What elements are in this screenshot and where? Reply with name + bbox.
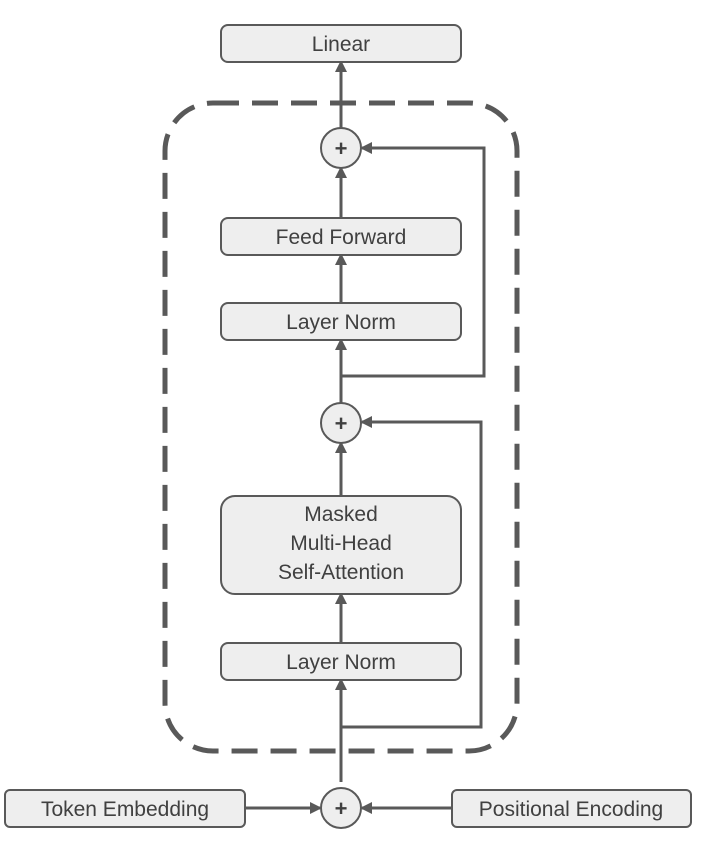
add-node-middle: + [320, 402, 362, 444]
layer-norm-bottom-box: Layer Norm [220, 642, 462, 681]
layer-norm-top-label: Layer Norm [286, 311, 396, 334]
plus-icon: + [335, 136, 348, 161]
attention-label-line3: Self-Attention [278, 561, 404, 584]
plus-icon: + [335, 411, 348, 436]
add-node-input: + [320, 787, 362, 829]
layer-norm-top-box: Layer Norm [220, 302, 462, 341]
residual-connection-upper [341, 142, 486, 378]
masked-attention-box: Masked Multi-Head Self-Attention [220, 495, 462, 595]
linear-box: Linear [220, 24, 462, 63]
feed-forward-box: Feed Forward [220, 217, 462, 256]
token-embedding-label: Token Embedding [41, 798, 209, 821]
layer-norm-bottom-label: Layer Norm [286, 651, 396, 674]
residual-connection-lower [341, 416, 483, 729]
feed-forward-label: Feed Forward [276, 226, 407, 249]
plus-icon: + [335, 796, 348, 821]
positional-encoding-box: Positional Encoding [451, 789, 692, 828]
positional-encoding-label: Positional Encoding [479, 798, 663, 821]
attention-label-line1: Masked [304, 503, 378, 526]
linear-label: Linear [312, 33, 370, 56]
add-node-top: + [320, 127, 362, 169]
attention-label-line2: Multi-Head [290, 532, 392, 555]
token-embedding-box: Token Embedding [4, 789, 246, 828]
